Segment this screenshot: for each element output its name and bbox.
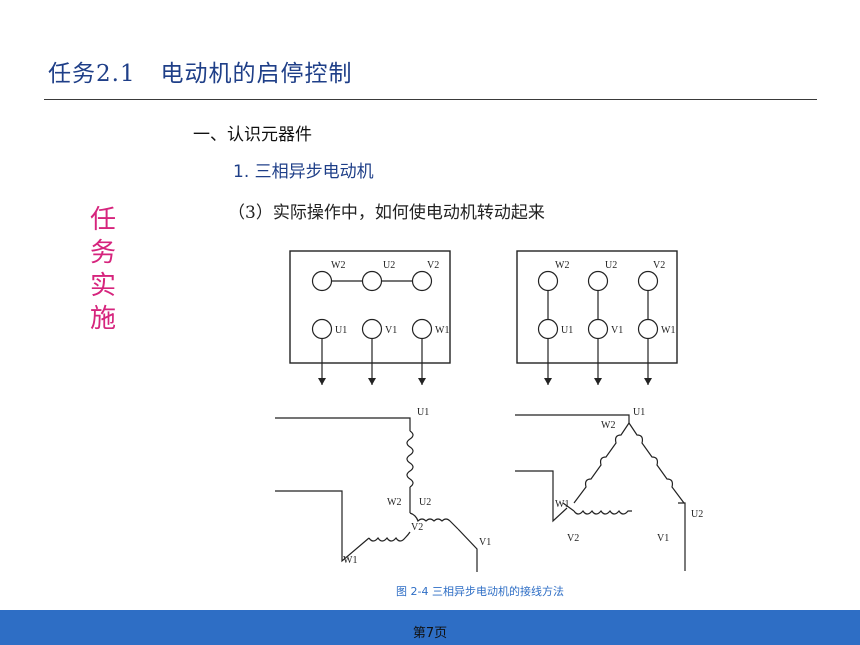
subsection-heading: 1. 三相异步电动机 bbox=[233, 162, 374, 182]
page-title: 任务2.1 电动机的启停控制 bbox=[48, 61, 353, 87]
terminal-label: V2 bbox=[427, 260, 439, 271]
winding-label: W1 bbox=[343, 555, 357, 566]
page-number: 第7页 bbox=[412, 626, 448, 641]
winding-label: W1 bbox=[555, 499, 569, 510]
task-implementation-label: 任 务 实 施 bbox=[86, 204, 120, 336]
winding-label: U2 bbox=[419, 497, 431, 508]
section-heading: 一、认识元器件 bbox=[193, 125, 312, 145]
winding-label: U1 bbox=[417, 407, 429, 418]
winding-label: V2 bbox=[567, 533, 579, 544]
side-char: 任 bbox=[89, 205, 116, 235]
side-char: 务 bbox=[89, 238, 116, 268]
footer-bar bbox=[0, 610, 860, 645]
terminal-label: V1 bbox=[385, 325, 397, 336]
winding-label: V2 bbox=[411, 522, 423, 533]
terminal-label: U2 bbox=[383, 260, 395, 271]
winding-label: U2 bbox=[691, 509, 703, 520]
terminal-label: V2 bbox=[653, 260, 665, 271]
star-connection-diagram: U1 W2 U2 V2 W1 V1 bbox=[275, 407, 491, 572]
terminal-label: W1 bbox=[661, 325, 675, 336]
terminal-label: W2 bbox=[555, 260, 569, 271]
winding-label: W2 bbox=[601, 420, 615, 431]
motor-wiring-figure: W2 U2 V2 U1 V1 W1 W2 U2 V2 U1 V1 W1 bbox=[275, 250, 703, 598]
terminal-label: W2 bbox=[331, 260, 345, 271]
terminal-box-star: W2 U2 V2 U1 V1 W1 bbox=[289, 250, 451, 385]
terminal-label: U1 bbox=[335, 325, 347, 336]
question-text: （3）实际操作中，如何使电动机转动起来 bbox=[228, 203, 545, 223]
terminal-label: W1 bbox=[435, 325, 449, 336]
delta-connection-diagram: U1 W2 W1 U2 V2 V1 bbox=[515, 407, 703, 571]
side-char: 实 bbox=[89, 271, 116, 301]
terminal-label: U1 bbox=[561, 325, 573, 336]
winding-label: W2 bbox=[387, 497, 401, 508]
terminal-label: V1 bbox=[611, 325, 623, 336]
side-char: 施 bbox=[89, 304, 116, 334]
title-divider bbox=[44, 99, 817, 100]
terminal-box-delta: W2 U2 V2 U1 V1 W1 bbox=[516, 250, 678, 385]
winding-label: V1 bbox=[479, 537, 491, 548]
terminal-label: U2 bbox=[605, 260, 617, 271]
winding-label: U1 bbox=[633, 407, 645, 418]
winding-label: V1 bbox=[657, 533, 669, 544]
figure-caption: 图 2-4 三相异步电动机的接线方法 bbox=[396, 584, 564, 598]
